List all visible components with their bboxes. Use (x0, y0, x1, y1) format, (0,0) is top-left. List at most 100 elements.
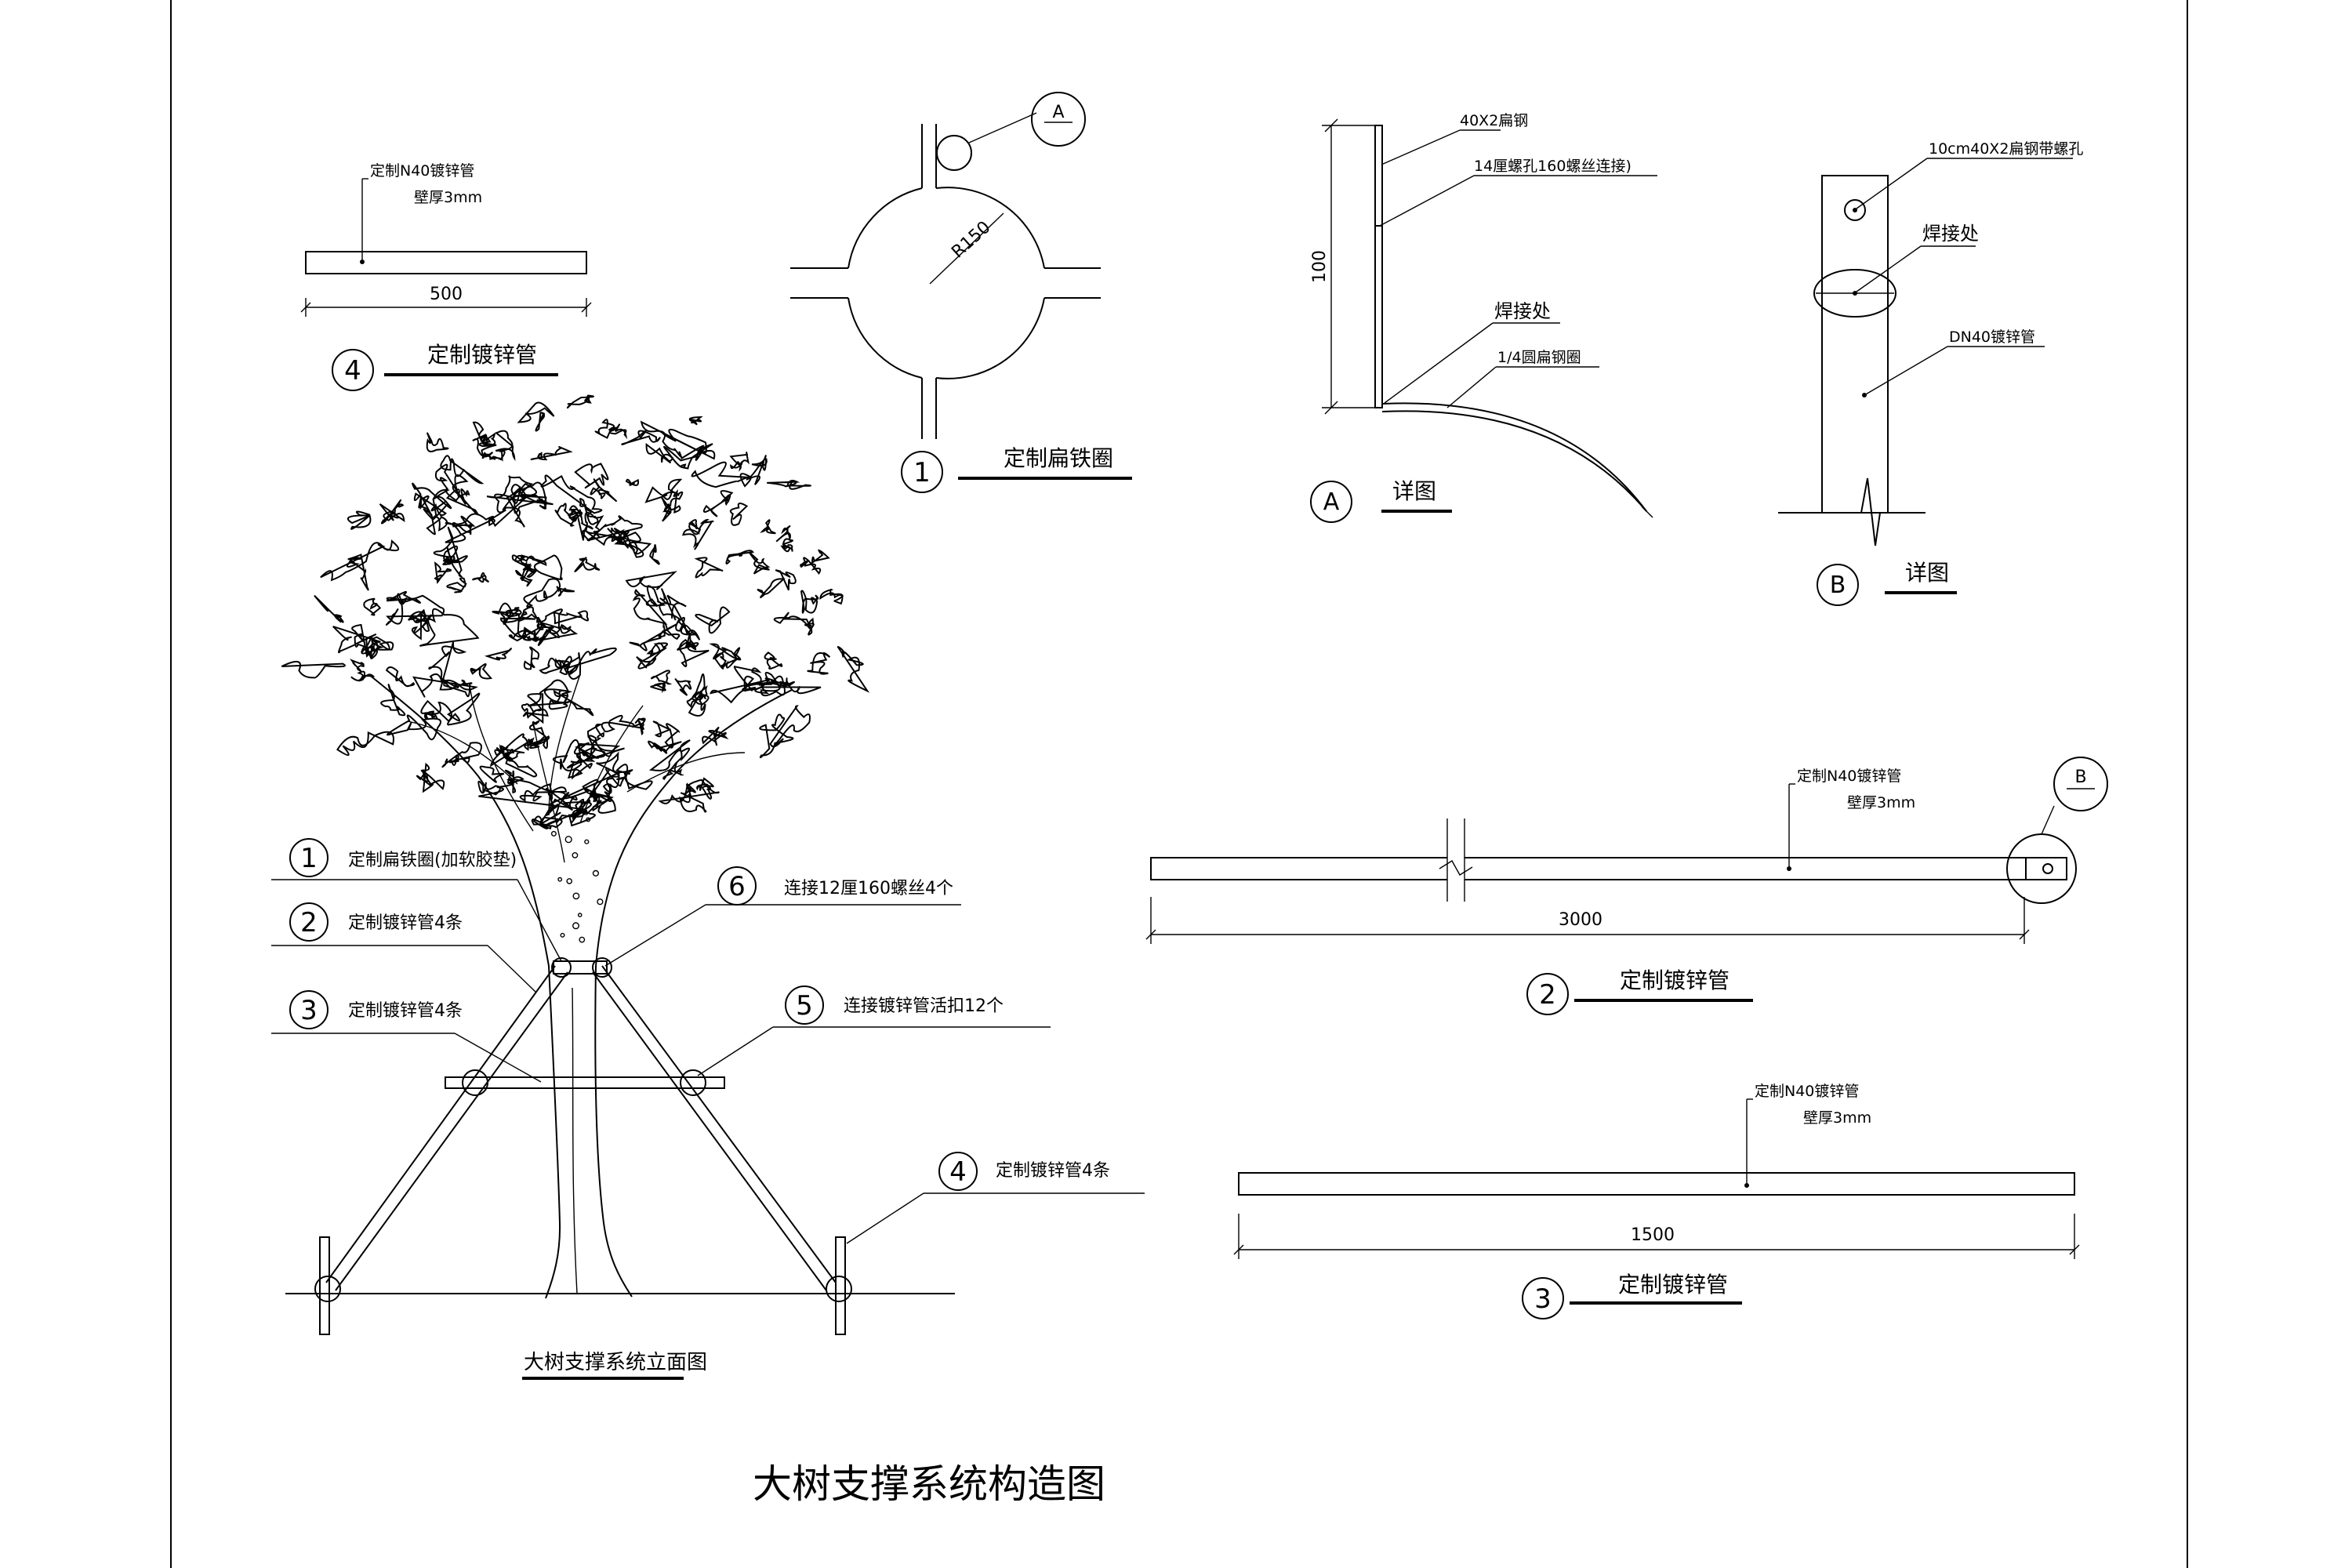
leaf-cluster (632, 589, 668, 625)
leaf-cluster (533, 554, 563, 580)
leaf-cluster (445, 513, 495, 543)
leaf-cluster (511, 554, 547, 567)
leaf-cluster (346, 554, 369, 591)
leaf-cluster (691, 691, 704, 701)
bark-dot (577, 913, 583, 917)
leaf-cluster (625, 571, 677, 590)
callout-1-number: 1 (300, 843, 318, 874)
leaf-cluster (445, 474, 479, 516)
callout-3-number: 3 (300, 995, 318, 1026)
tree-trunk-right (594, 965, 633, 1298)
sheet-title: 大树支撑系统构造图 (753, 1461, 1105, 1507)
bark-dot (586, 817, 591, 822)
leaf-cluster (517, 401, 555, 423)
leaf-cluster (659, 622, 681, 640)
detail-4-note-thickness: 壁厚3mm (414, 189, 482, 206)
leaf-cluster (601, 714, 644, 733)
tree-canopy (281, 394, 870, 943)
leaf-cluster (674, 678, 692, 696)
leaf-cluster (500, 606, 538, 623)
leaf-cluster (347, 510, 372, 530)
leaf-cluster (526, 693, 544, 724)
detail-3-note-material: 定制N40镀锌管 (1755, 1083, 1859, 1100)
leaf-cluster (582, 511, 604, 541)
callout-3-text: 定制镀锌管4条 (348, 1001, 463, 1021)
detail-b-number-bubble (1817, 564, 1859, 606)
detail-3-number: 3 (1534, 1283, 1552, 1315)
leaf-cluster (614, 530, 652, 558)
leaf-cluster (679, 783, 707, 813)
tree-joint-right-mid (680, 1069, 706, 1096)
tree-elevation: 1 定制扁铁圈(加软胶垫) 2 定制镀锌管4条 3 定制镀锌管4条 6 连接12… (271, 394, 1145, 1380)
leaf-cluster (640, 420, 705, 460)
leaf-cluster (332, 626, 381, 654)
tree-branches (368, 673, 793, 967)
leaf-cluster (709, 643, 742, 661)
leaf-cluster (416, 762, 434, 793)
detail-3-pipe (1238, 1172, 2075, 1196)
leaf-cluster (661, 497, 672, 522)
leaf-cluster (625, 478, 640, 486)
detail-3-length: 1500 (1631, 1225, 1675, 1245)
leaf-cluster (495, 430, 516, 462)
leaf-cluster (336, 731, 394, 757)
tree-iron-ring (553, 960, 608, 975)
leaf-cluster (684, 624, 701, 648)
leaf-cluster (504, 769, 524, 793)
tree-stake-left (319, 1236, 330, 1335)
leaf-cluster (658, 779, 720, 804)
leaf-cluster (649, 544, 660, 565)
detail-b-number: B (1830, 572, 1846, 599)
leaf-cluster (677, 641, 699, 651)
leaf-cluster (572, 509, 594, 541)
callout-2-text: 定制镀锌管4条 (348, 913, 463, 933)
leaf-cluster (837, 645, 870, 693)
leaf-cluster (479, 765, 505, 783)
detail-1-detail-a-reference: A (1052, 103, 1064, 122)
leaf-cluster (746, 455, 768, 485)
leaf-cluster (650, 681, 666, 694)
leaf-cluster (542, 805, 584, 828)
leaf-cluster (663, 443, 713, 470)
leaf-cluster (702, 726, 729, 746)
leaf-cluster (800, 557, 822, 575)
callout-6-number: 6 (728, 871, 746, 902)
leaf-cluster (780, 538, 793, 553)
leaf-cluster (529, 720, 546, 737)
leaf-cluster (804, 617, 815, 636)
detail-1-number-bubble (901, 451, 943, 493)
detail-a-note-quarter-ring: 1/4圆扁钢圈 (1497, 349, 1581, 366)
leaf-cluster (702, 490, 734, 517)
leaf-cluster (573, 735, 621, 755)
leaf-cluster (523, 578, 561, 608)
leaf-cluster (419, 608, 480, 647)
leaf-cluster (767, 479, 811, 490)
callout-1-bubble (289, 838, 328, 877)
leaf-cluster (574, 557, 601, 572)
leaf-cluster (441, 754, 459, 768)
tree-joint-left-mid (462, 1069, 488, 1096)
leaf-cluster (434, 463, 470, 505)
leaf-cluster (636, 647, 667, 670)
leaf-cluster (807, 652, 831, 675)
detail-4-note-material: 定制N40镀锌管 (370, 162, 474, 180)
detail-b-note-pipe: DN40镀锌管 (1949, 328, 2035, 346)
leaf-cluster (494, 744, 525, 760)
leaf-cluster (696, 777, 714, 800)
detail-1-radius-label: R150 (948, 218, 994, 263)
leaf-cluster (387, 714, 441, 741)
leaf-cluster (553, 739, 583, 771)
leaf-cluster (428, 641, 467, 691)
detail-b-weld-zone (1813, 269, 1896, 318)
detail-4-pipe-500: 定制N40镀锌管 壁厚3mm 500 4 定制镀锌管 (300, 162, 592, 391)
callout-5-text: 连接镀锌管活扣12个 (844, 996, 1004, 1016)
leaf-cluster (484, 648, 512, 661)
detail-3-title: 定制镀锌管 (1618, 1272, 1728, 1298)
leaf-cluster (648, 740, 682, 754)
leaf-cluster (773, 612, 811, 630)
callout-1-text: 定制扁铁圈(加软胶垫) (348, 851, 517, 870)
leaf-cluster (528, 679, 570, 707)
tree-joint-left-ground (314, 1276, 341, 1302)
leaf-cluster (659, 588, 687, 621)
